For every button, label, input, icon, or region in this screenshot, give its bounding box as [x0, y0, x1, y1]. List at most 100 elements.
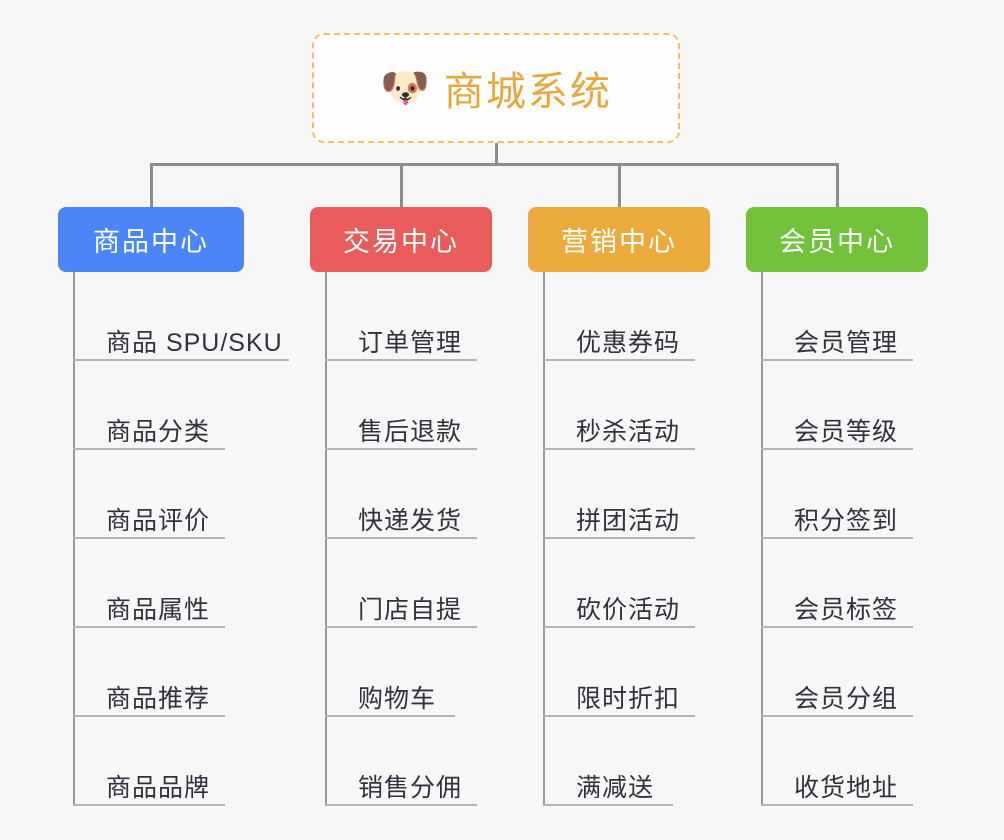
leaf-label: 门店自提: [358, 596, 463, 624]
leaf-label: 积分签到: [794, 507, 899, 535]
leaf-underline: [543, 804, 673, 806]
category-label: 交易中心: [343, 227, 459, 257]
leaf-label: 优惠券码: [576, 329, 681, 357]
leaf-item[interactable]: 门店自提: [325, 539, 492, 628]
branch-2: 优惠券码秒杀活动拼团活动砍价活动限时折扣满减送: [528, 272, 710, 806]
leaf-label: 会员管理: [794, 329, 899, 357]
leaf-underline: [73, 537, 225, 539]
leaf-label: 商品 SPU/SKU: [106, 329, 283, 357]
leaf-item[interactable]: 优惠券码: [543, 272, 710, 361]
leaf-underline: [543, 359, 695, 361]
branch-1: 订单管理售后退款快递发货门店自提购物车销售分佣: [310, 272, 492, 806]
category-box-3[interactable]: 会员中心: [746, 207, 928, 272]
category-box-1[interactable]: 交易中心: [310, 207, 492, 272]
leaf-underline: [761, 804, 913, 806]
shiba-dog-face-icon: 🐶: [380, 66, 430, 110]
leaf-item[interactable]: 秒杀活动: [543, 361, 710, 450]
leaf-item[interactable]: 积分签到: [761, 450, 928, 539]
leaf-item[interactable]: 会员等级: [761, 361, 928, 450]
leaf-item[interactable]: 拼团活动: [543, 450, 710, 539]
leaf-label: 收货地址: [794, 774, 899, 802]
category-label: 商品中心: [93, 227, 209, 257]
leaf-underline: [543, 626, 695, 628]
leaf-underline: [325, 448, 477, 450]
leaf-label: 商品分类: [106, 418, 211, 446]
leaf-label: 拼团活动: [576, 507, 681, 535]
branch-spine-1: [325, 272, 327, 806]
leaf-underline: [73, 359, 289, 361]
leaf-underline: [543, 537, 695, 539]
leaf-label: 商品品牌: [106, 774, 211, 802]
leaf-item[interactable]: 商品分类: [73, 361, 244, 450]
category-box-0[interactable]: 商品中心: [58, 207, 244, 272]
leaf-underline: [761, 715, 913, 717]
leaf-item[interactable]: 销售分佣: [325, 717, 492, 806]
leaf-underline: [73, 715, 225, 717]
leaf-label: 会员分组: [794, 685, 899, 713]
leaf-item[interactable]: 商品评价: [73, 450, 244, 539]
leaf-item[interactable]: 砍价活动: [543, 539, 710, 628]
leaf-label: 商品评价: [106, 507, 211, 535]
branch-spine-0: [73, 272, 75, 806]
leaf-item[interactable]: 会员标签: [761, 539, 928, 628]
leaf-item[interactable]: 商品品牌: [73, 717, 244, 806]
leaf-underline: [73, 626, 225, 628]
leaf-item[interactable]: 会员分组: [761, 628, 928, 717]
leaf-label: 限时折扣: [576, 685, 681, 713]
category-label: 会员中心: [779, 227, 895, 257]
leaf-underline: [325, 537, 477, 539]
leaf-underline: [543, 448, 695, 450]
category-column-0: 商品中心商品 SPU/SKU 商品分类商品评价商品属性商品推荐商品品牌: [58, 207, 289, 806]
leaf-label: 会员标签: [794, 596, 899, 624]
category-column-2: 营销中心优惠券码秒杀活动拼团活动砍价活动限时折扣满减送: [528, 207, 710, 806]
leaf-item[interactable]: 购物车: [325, 628, 492, 717]
leaf-item[interactable]: 收货地址: [761, 717, 928, 806]
leaf-label: 商品推荐: [106, 685, 211, 713]
leaf-underline: [761, 537, 913, 539]
leaf-item[interactable]: 订单管理: [325, 272, 492, 361]
connector-drop-2: [617, 163, 621, 207]
leaf-label: 会员等级: [794, 418, 899, 446]
leaf-label: 销售分佣: [358, 774, 463, 802]
leaf-label: 砍价活动: [576, 596, 681, 624]
connector-horizontal-bus: [151, 163, 837, 166]
leaf-underline: [325, 626, 477, 628]
leaf-item[interactable]: 商品推荐: [73, 628, 244, 717]
category-column-1: 交易中心订单管理售后退款快递发货门店自提购物车销售分佣: [310, 207, 492, 806]
category-label: 营销中心: [561, 227, 677, 257]
leaf-underline: [73, 804, 225, 806]
leaf-underline: [543, 715, 695, 717]
branch-spine-2: [543, 272, 545, 806]
branch-spine-3: [761, 272, 763, 806]
leaf-underline: [761, 626, 913, 628]
leaf-item[interactable]: 商品 SPU/SKU: [73, 272, 289, 361]
branch-0: 商品 SPU/SKU 商品分类商品评价商品属性商品推荐商品品牌: [58, 272, 289, 806]
category-box-2[interactable]: 营销中心: [528, 207, 710, 272]
category-column-3: 会员中心会员管理会员等级积分签到会员标签会员分组收货地址: [746, 207, 928, 806]
leaf-underline: [73, 448, 225, 450]
connector-drop-1: [399, 163, 403, 207]
leaf-label: 商品属性: [106, 596, 211, 624]
leaf-underline: [761, 448, 913, 450]
leaf-item[interactable]: 会员管理: [761, 272, 928, 361]
leaf-underline: [761, 359, 913, 361]
leaf-item[interactable]: 商品属性: [73, 539, 244, 628]
leaf-item[interactable]: 售后退款: [325, 361, 492, 450]
leaf-label: 售后退款: [358, 418, 463, 446]
leaf-item[interactable]: 满减送: [543, 717, 710, 806]
connector-drop-3: [835, 163, 839, 207]
leaf-underline: [325, 804, 477, 806]
leaf-underline: [325, 359, 477, 361]
leaf-label: 订单管理: [358, 329, 463, 357]
root-node[interactable]: 🐶 商城系统: [312, 33, 680, 143]
leaf-label: 购物车: [358, 685, 437, 713]
leaf-item[interactable]: 限时折扣: [543, 628, 710, 717]
branch-3: 会员管理会员等级积分签到会员标签会员分组收货地址: [746, 272, 928, 806]
root-title: 商城系统: [443, 70, 612, 114]
connector-root-stem: [494, 143, 498, 166]
leaf-label: 秒杀活动: [576, 418, 681, 446]
leaf-label: 满减送: [576, 774, 655, 802]
leaf-item[interactable]: 快递发货: [325, 450, 492, 539]
connector-drop-0: [149, 163, 153, 207]
